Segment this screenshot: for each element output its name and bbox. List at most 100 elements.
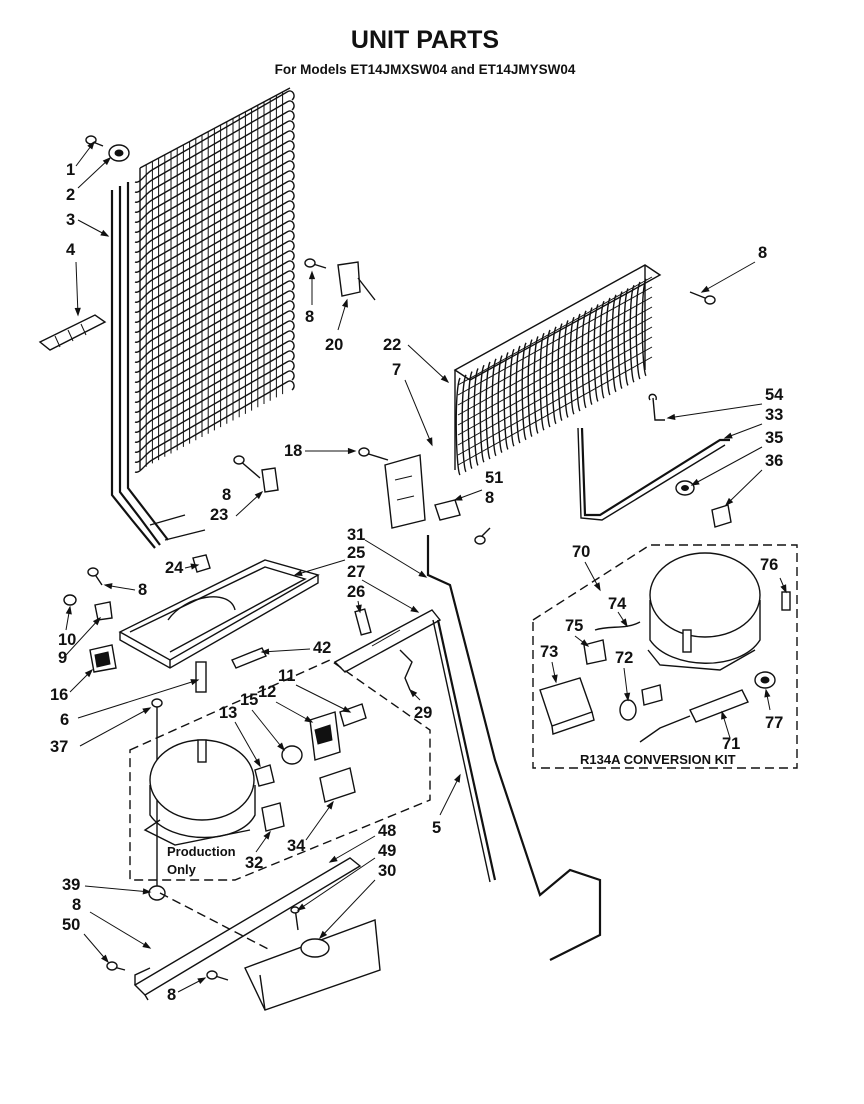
- clamp-part-4: [38, 314, 107, 351]
- callout-p23: 23: [210, 506, 228, 524]
- tube-part-31: [426, 535, 602, 961]
- condenser-coil: [110, 87, 295, 549]
- arrowhead-p75: [580, 639, 590, 647]
- callout-p3: 3: [66, 211, 75, 229]
- protector-part-72: [619, 684, 663, 721]
- bracket-part-34: [319, 767, 356, 803]
- base-plate-part-30: [244, 919, 381, 1011]
- callout-p32: 32: [245, 854, 263, 872]
- page-title: UNIT PARTS: [351, 26, 499, 54]
- leader-p36: [725, 469, 763, 506]
- arrowhead-p12: [304, 715, 314, 723]
- screw-part-18: [358, 447, 389, 461]
- leader-p37: [79, 707, 151, 747]
- arrowhead-p13: [253, 758, 261, 768]
- arrowhead-p6: [190, 679, 200, 686]
- clamp-part-36: [711, 504, 732, 528]
- arrowhead-p3: [100, 229, 110, 237]
- relay-part-12: [309, 711, 341, 761]
- callout-p70: 70: [572, 543, 590, 561]
- overload-part-73: [539, 677, 595, 735]
- callout-p22: 22: [383, 336, 401, 354]
- screw-part-8-bottom: [206, 970, 229, 981]
- screw-part-50: [106, 961, 126, 971]
- drain-pan-part-25: [118, 559, 320, 669]
- bracket-part-20: [337, 261, 376, 301]
- leader-p15: [251, 709, 285, 751]
- leader-p8f: [89, 911, 151, 949]
- callout-p6: 6: [60, 711, 69, 729]
- callout-p74: 74: [608, 595, 627, 613]
- leader-p34: [305, 801, 334, 841]
- arrowhead-p8e: [103, 583, 113, 590]
- callout-p72: 72: [615, 649, 633, 667]
- arrowhead-p70: [593, 582, 601, 592]
- callout-p42: 42: [313, 639, 331, 657]
- callout-p30: 30: [378, 862, 396, 880]
- arrowhead-p8g: [197, 977, 207, 985]
- callout-p8b: 8: [758, 244, 767, 262]
- leader-p27: [361, 579, 419, 613]
- arrowhead-p2: [102, 157, 112, 166]
- callout-p7: 7: [392, 361, 401, 379]
- arrowhead-p32: [263, 830, 271, 840]
- heater-tube-part-33: [577, 427, 730, 521]
- arrowhead-p15: [277, 742, 285, 752]
- callout-p29: 29: [414, 704, 432, 722]
- callout-p48: 48: [378, 822, 396, 840]
- terminal-part-16: [89, 644, 117, 673]
- callout-p8g: 8: [167, 986, 176, 1004]
- leader-p35: [691, 446, 763, 486]
- leader-p49: [297, 857, 376, 911]
- arrowhead-p16: [84, 668, 94, 678]
- callout-p50: 50: [62, 916, 80, 934]
- evaporator-coil: [453, 264, 662, 476]
- callout-p15: 15: [240, 691, 258, 709]
- arrowhead-p50: [101, 954, 109, 964]
- grommet-part-77: [754, 671, 776, 689]
- clip-part-9: [94, 601, 113, 621]
- callout-p49: 49: [378, 842, 396, 860]
- drier-part-26: [354, 608, 372, 636]
- arrowhead-p8b: [700, 285, 710, 293]
- arrowhead-p36: [724, 497, 734, 507]
- compressor-kit: [647, 552, 761, 671]
- arrowhead-p48: [328, 855, 338, 863]
- arrowhead-p74: [620, 618, 628, 628]
- callout-p24: 24: [165, 559, 184, 577]
- leader-p25: [294, 559, 346, 576]
- arrowhead-p51: [453, 494, 463, 501]
- leader-p48: [329, 835, 376, 863]
- callout-p13: 13: [219, 704, 237, 722]
- callout-p16: 16: [50, 686, 68, 704]
- callout-p8a: 8: [305, 308, 314, 326]
- mount-guide-line: [159, 892, 271, 951]
- callout-p8f: 8: [72, 896, 81, 914]
- grommet-part-39: [148, 885, 166, 901]
- callout-p76: 76: [760, 556, 778, 574]
- clip-part-54: [648, 393, 665, 421]
- callout-p8d: 8: [222, 486, 231, 504]
- callout-p20: 20: [325, 336, 343, 354]
- grommet-part-35: [675, 480, 695, 496]
- capacitor-part-32: [261, 802, 285, 832]
- arrowhead-p8f: [142, 941, 152, 949]
- arrowhead-p77: [764, 688, 771, 698]
- arrowhead-p30: [318, 930, 328, 940]
- arrowhead-p34: [326, 800, 334, 810]
- callout-p37: 37: [50, 738, 68, 756]
- relay-part-13: [254, 764, 275, 787]
- cover-part-11: [339, 703, 367, 727]
- arrowhead-p54: [666, 413, 676, 421]
- callout-p8c: 8: [485, 489, 494, 507]
- arrowhead-p31: [418, 570, 428, 578]
- arrowhead-p37: [142, 707, 152, 715]
- arrowhead-p72: [624, 692, 631, 702]
- arrowhead-p71: [721, 710, 728, 720]
- plug-part-76: [781, 591, 791, 611]
- callout-p5: 5: [432, 819, 441, 837]
- screw-part-8-mid: [474, 527, 491, 545]
- callout-p73: 73: [540, 643, 558, 661]
- leader-p8b: [701, 261, 756, 293]
